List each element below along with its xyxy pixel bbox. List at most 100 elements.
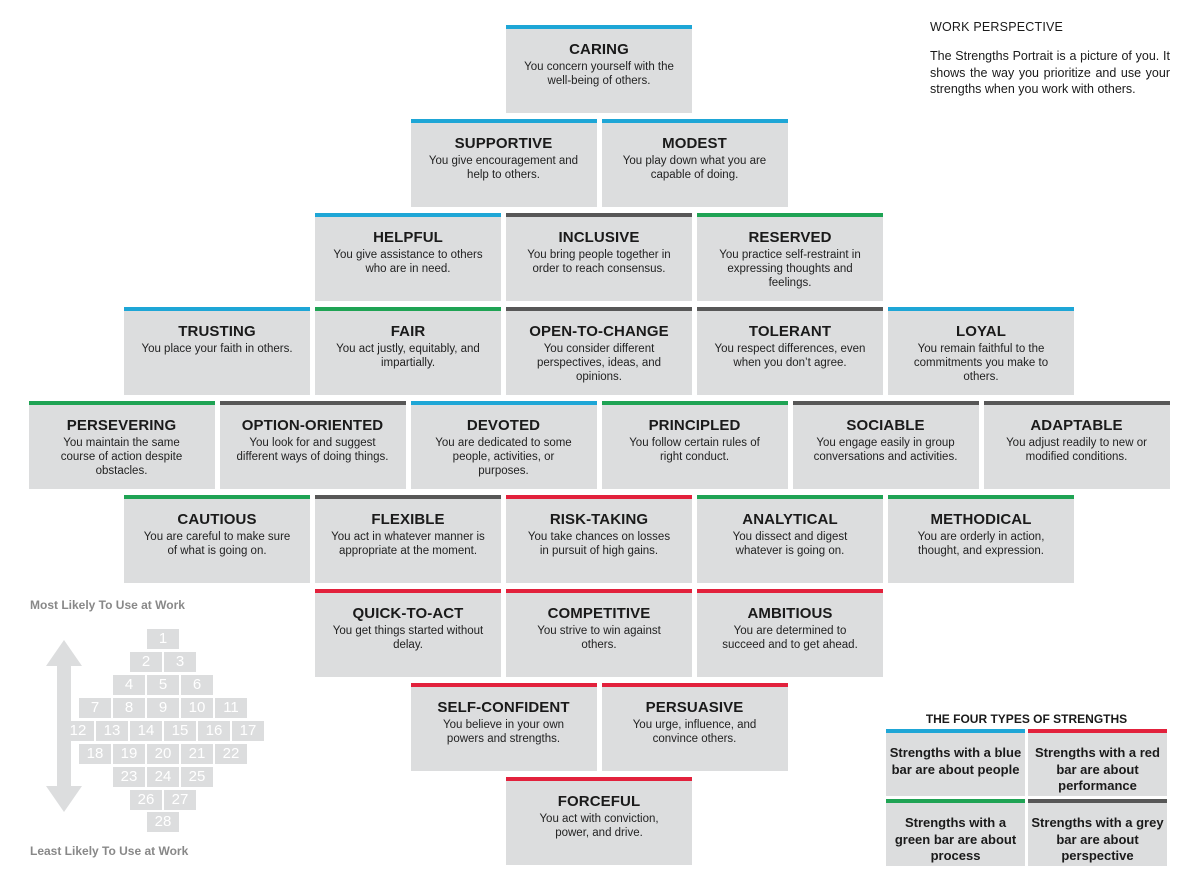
rank-cell: 20 (147, 744, 179, 764)
strength-description: You concern yourself with the well-being… (524, 61, 674, 87)
legend-item-blue: Strengths with a blue bar are about peop… (886, 729, 1025, 796)
legend-bar (1028, 729, 1167, 733)
strength-title: RISK-TAKING (549, 511, 649, 528)
strength-title: METHODICAL (930, 511, 1032, 528)
strength-bar (219, 401, 406, 405)
strength-description: You strive to win against others. (537, 625, 661, 651)
strength-title: INCLUSIVE (558, 229, 640, 246)
strength-title: CARING (569, 41, 629, 58)
rank-cell: 11 (215, 698, 247, 718)
legend-bar (1028, 799, 1167, 803)
strength-title: PERSEVERING (66, 417, 177, 434)
strength-tile-caring: CARING You concern yourself with the well… (506, 25, 692, 113)
strength-title: MODEST (662, 135, 727, 152)
rank-cell: 9 (147, 698, 179, 718)
strength-bar (888, 495, 1074, 499)
strength-title: ADAPTABLE (1030, 417, 1123, 434)
strength-tile-fair: FAIR You act justly, equitably, and impar… (315, 307, 501, 395)
rank-cell: 23 (113, 767, 145, 787)
strength-description: You get things started without delay. (332, 625, 484, 651)
strength-bar (506, 495, 692, 499)
strength-bar (28, 401, 215, 405)
strength-title: SOCIABLE (846, 417, 925, 434)
legend-item-green: Strengths with a green bar are about pro… (886, 799, 1025, 866)
rank-cell: 3 (164, 652, 196, 672)
strength-description: You act with conviction, power, and driv… (539, 813, 659, 839)
rank-cell: 8 (113, 698, 145, 718)
rank-cell: 25 (181, 767, 213, 787)
strength-title: FAIR (390, 323, 426, 340)
rank-cell: 5 (147, 675, 179, 695)
rank-cell: 16 (198, 721, 230, 741)
intro-heading: WORK PERSPECTIVE (930, 20, 1064, 34)
strength-bar (888, 307, 1074, 311)
strength-tile-persevering: PERSEVERING You maintain the same course … (28, 401, 215, 489)
strength-bar (697, 213, 883, 217)
strength-title: COMPETITIVE (547, 605, 651, 622)
rank-cell: 12 (62, 721, 94, 741)
strength-title: ANALYTICAL (742, 511, 838, 528)
strength-bar (124, 495, 310, 499)
rank-cell: 22 (215, 744, 247, 764)
rank-cell: 1 (147, 629, 179, 649)
strength-title: QUICK-TO-ACT (352, 605, 464, 622)
strength-tile-risk-taking: RISK-TAKING You take chances on losses in… (506, 495, 692, 583)
legend-bar (886, 729, 1025, 733)
strength-description: You believe in your own powers and stren… (442, 719, 565, 745)
rank-cell: 18 (79, 744, 111, 764)
strength-bar (601, 683, 788, 687)
strength-title: PRINCIPLED (648, 417, 741, 434)
rank-cell: 2 (130, 652, 162, 672)
strength-description: You consider different perspectives, ide… (536, 343, 662, 383)
rank-cell: 4 (113, 675, 145, 695)
rank-cell: 19 (113, 744, 145, 764)
strength-description: You act justly, equitably, and impartial… (336, 343, 480, 369)
strength-tile-methodical: METHODICAL You are orderly in action, tho… (888, 495, 1074, 583)
strength-title: HELPFUL (373, 229, 443, 246)
rank-cell: 28 (147, 812, 179, 832)
rank-cell: 17 (232, 721, 264, 741)
strength-bar (506, 25, 692, 29)
strength-description: You give encouragement and help to other… (428, 155, 579, 181)
strength-bar (315, 495, 501, 499)
strength-bar (697, 589, 883, 593)
strength-bar (506, 589, 692, 593)
intro-text: The Strengths Portrait is a picture of y… (930, 49, 1170, 96)
rank-cell: 21 (181, 744, 213, 764)
strength-bar (124, 307, 310, 311)
rank-cell: 15 (164, 721, 196, 741)
strength-description: You look for and suggest different ways … (236, 437, 389, 463)
rank-cell: 7 (79, 698, 111, 718)
strength-bar (506, 307, 692, 311)
rank-cell: 6 (181, 675, 213, 695)
scale-bottom-label: Least Likely To Use at Work (30, 844, 189, 858)
scale-top-label: Most Likely To Use at Work (30, 598, 185, 612)
strength-description: You place your faith in others. (141, 343, 293, 355)
strength-description: You take chances on losses in pursuit of… (527, 531, 671, 557)
strength-title: FORCEFUL (557, 793, 641, 810)
strength-description: You are determined to succeed and to get… (722, 625, 858, 651)
strength-bar (410, 683, 597, 687)
strength-bar (506, 777, 692, 781)
strength-description: You are orderly in action, thought, and … (917, 531, 1045, 557)
strength-description: You maintain the same course of action d… (60, 437, 183, 477)
legend-bar (886, 799, 1025, 803)
rank-cell: 13 (96, 721, 128, 741)
strength-description: You practice self-restraint in expressin… (719, 249, 861, 289)
strength-title: TOLERANT (748, 323, 832, 340)
strength-description: You remain faithful to the commitments y… (913, 343, 1049, 383)
strength-description: You give assistance to others who are in… (333, 249, 483, 275)
